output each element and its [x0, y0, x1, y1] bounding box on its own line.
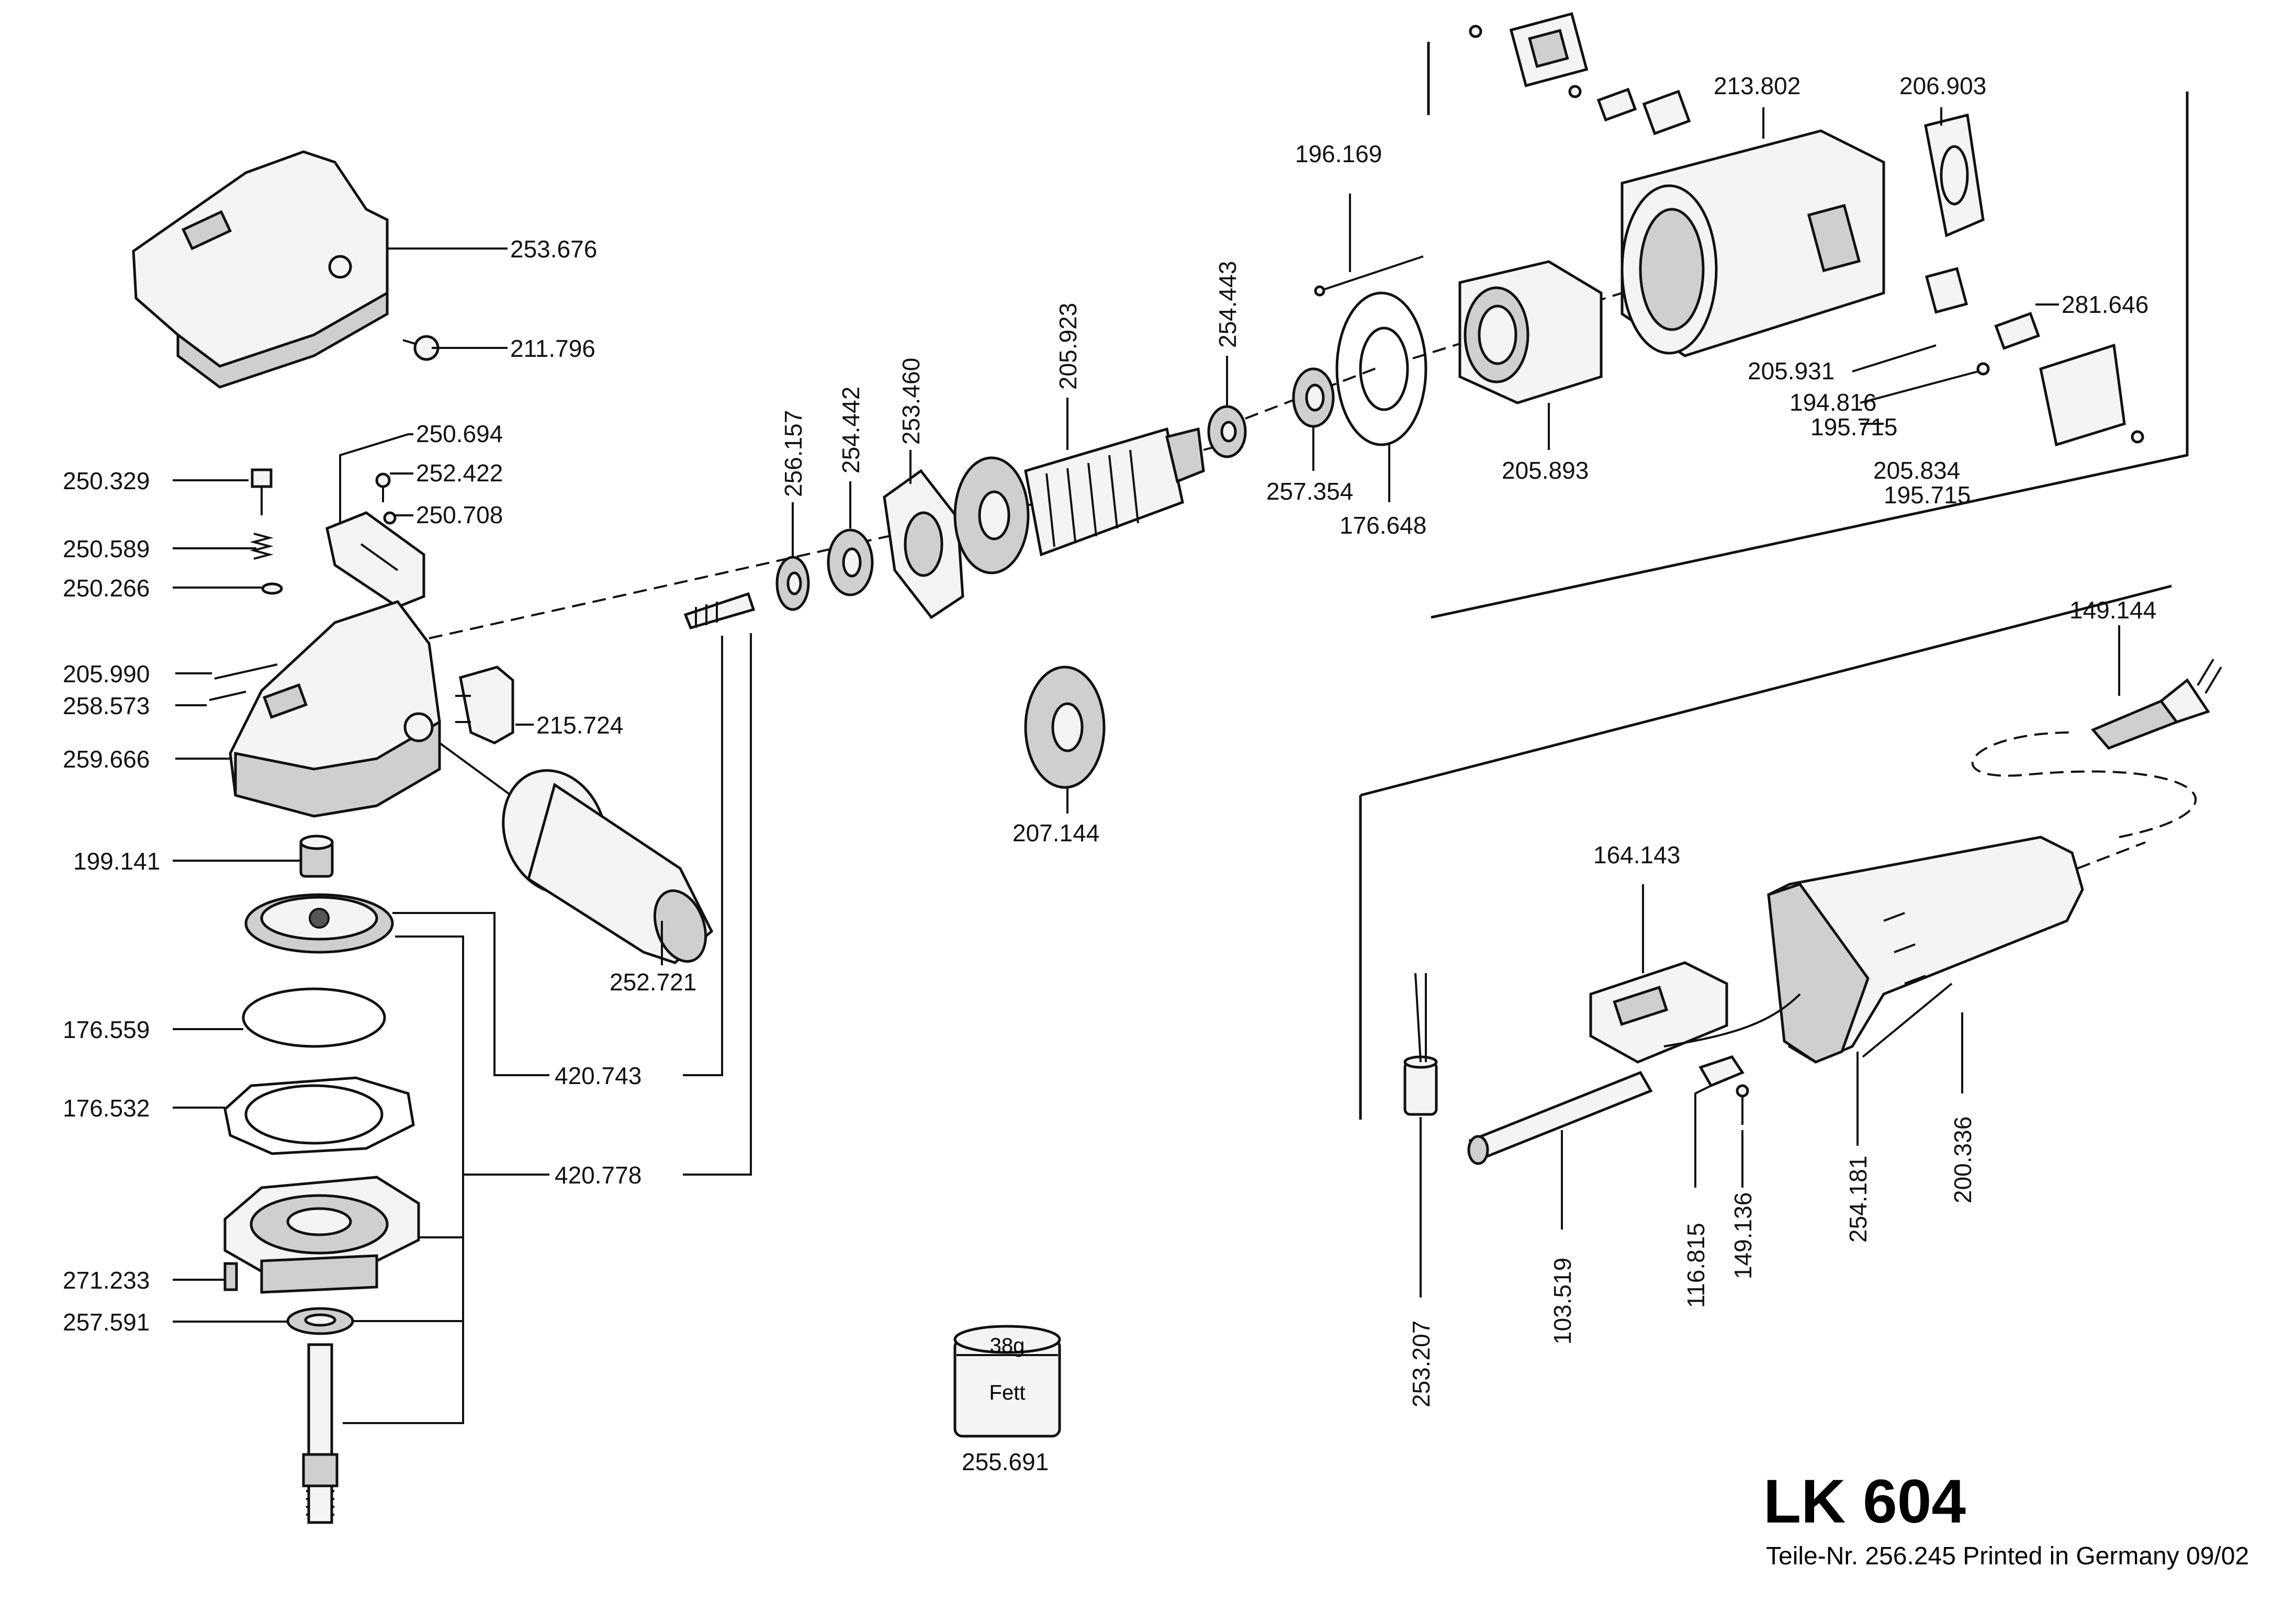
label-195715-b: 195.715 [1884, 481, 1971, 509]
label-149136: 149.136 [1729, 1192, 1757, 1279]
grease-can [953, 1325, 1061, 1438]
washer-257591-drawing [286, 1307, 354, 1335]
label-256157: 256.157 [780, 410, 807, 497]
label-253207: 253.207 [1408, 1321, 1435, 1407]
gasket-176532-drawing [223, 1076, 415, 1155]
label-207144: 207.144 [1012, 819, 1099, 847]
label-196169: 196.169 [1295, 140, 1382, 167]
label-257354: 257.354 [1266, 478, 1353, 505]
grease-amount: 38g [990, 1334, 1025, 1357]
crown-gear-drawing [244, 893, 394, 954]
label-254181: 254.181 [1844, 1156, 1872, 1243]
label-149144: 149.144 [2069, 596, 2156, 624]
small-screws-drawing [375, 472, 397, 525]
label-250589: 250.589 [63, 535, 150, 562]
drive-row-drawing [429, 469, 1042, 639]
label-254443: 254.443 [1214, 261, 1241, 348]
leader-lines [173, 107, 2120, 1424]
switch-215724-drawing [455, 666, 514, 745]
spindle-lock-drawing [250, 468, 283, 595]
oring-176559-drawing [242, 987, 386, 1048]
label-252721: 252.721 [610, 968, 696, 996]
armature-drawing [953, 427, 1220, 574]
label-205893: 205.893 [1502, 457, 1589, 484]
label-213802: 213.802 [1714, 72, 1801, 99]
gear-cover-drawing [132, 150, 389, 389]
spindle-drawing [302, 1343, 339, 1524]
label-199141: 199.141 [73, 848, 160, 875]
label-255691: 255.691 [962, 1448, 1049, 1475]
label-420743: 420.743 [555, 1062, 642, 1089]
label-257591: 257.591 [63, 1309, 150, 1336]
housing-screws-drawing [209, 663, 278, 701]
label-205923: 205.923 [1054, 303, 1082, 390]
lock-cover-drawing [325, 511, 425, 608]
label-176648: 176.648 [1340, 512, 1426, 539]
label-271233: 271.233 [63, 1267, 150, 1294]
label-205834: 205.834 [1873, 457, 1960, 484]
label-215724: 215.724 [536, 712, 623, 739]
label-176532: 176.532 [63, 1095, 150, 1122]
label-250708: 250.708 [416, 501, 503, 528]
grease-label: Fett [989, 1381, 1026, 1404]
handle-group-drawing [1359, 584, 2222, 1165]
label-194816: 194.816 [1790, 389, 1876, 416]
label-200336: 200.336 [1949, 1116, 1976, 1203]
label-205931: 205.931 [1748, 357, 1835, 385]
label-116815: 116.815 [1682, 1223, 1709, 1308]
label-195715-a: 195.715 [1810, 413, 1897, 441]
label-211796: 211.796 [510, 335, 595, 362]
footer-part-number: Teile-Nr. 256.245 Printed in Germany 09/… [1766, 1542, 2249, 1570]
label-250329: 250.329 [63, 467, 150, 494]
side-handle-drawing [438, 742, 714, 964]
label-252422: 252.422 [416, 459, 503, 487]
model-title: LK 604 [1763, 1467, 1966, 1536]
label-250694: 250.694 [416, 420, 503, 447]
label-259666: 259.666 [63, 746, 150, 773]
bearing-flange-drawing [223, 1176, 420, 1294]
label-420778: 420.778 [555, 1161, 642, 1189]
label-176559: 176.559 [63, 1016, 150, 1043]
label-206903: 206.903 [1899, 72, 1986, 99]
label-250266: 250.266 [63, 574, 150, 602]
label-258573: 258.573 [63, 692, 150, 719]
gear-207144-drawing [1024, 666, 1106, 789]
bushing-199141-drawing [299, 834, 334, 878]
label-281646: 281.646 [2062, 291, 2148, 318]
motor-group-drawing [1245, 12, 2189, 619]
screw-271233-drawing [223, 1262, 238, 1291]
label-103519: 103.519 [1549, 1258, 1576, 1345]
label-254442: 254.442 [837, 387, 864, 473]
label-253460: 253.460 [897, 358, 925, 445]
bearing-254443-drawing [1207, 405, 1247, 458]
label-205990: 205.990 [63, 660, 150, 687]
label-164143: 164.143 [1593, 841, 1680, 869]
label-253676: 253.676 [510, 235, 597, 263]
gear-housing-drawing [229, 600, 441, 818]
